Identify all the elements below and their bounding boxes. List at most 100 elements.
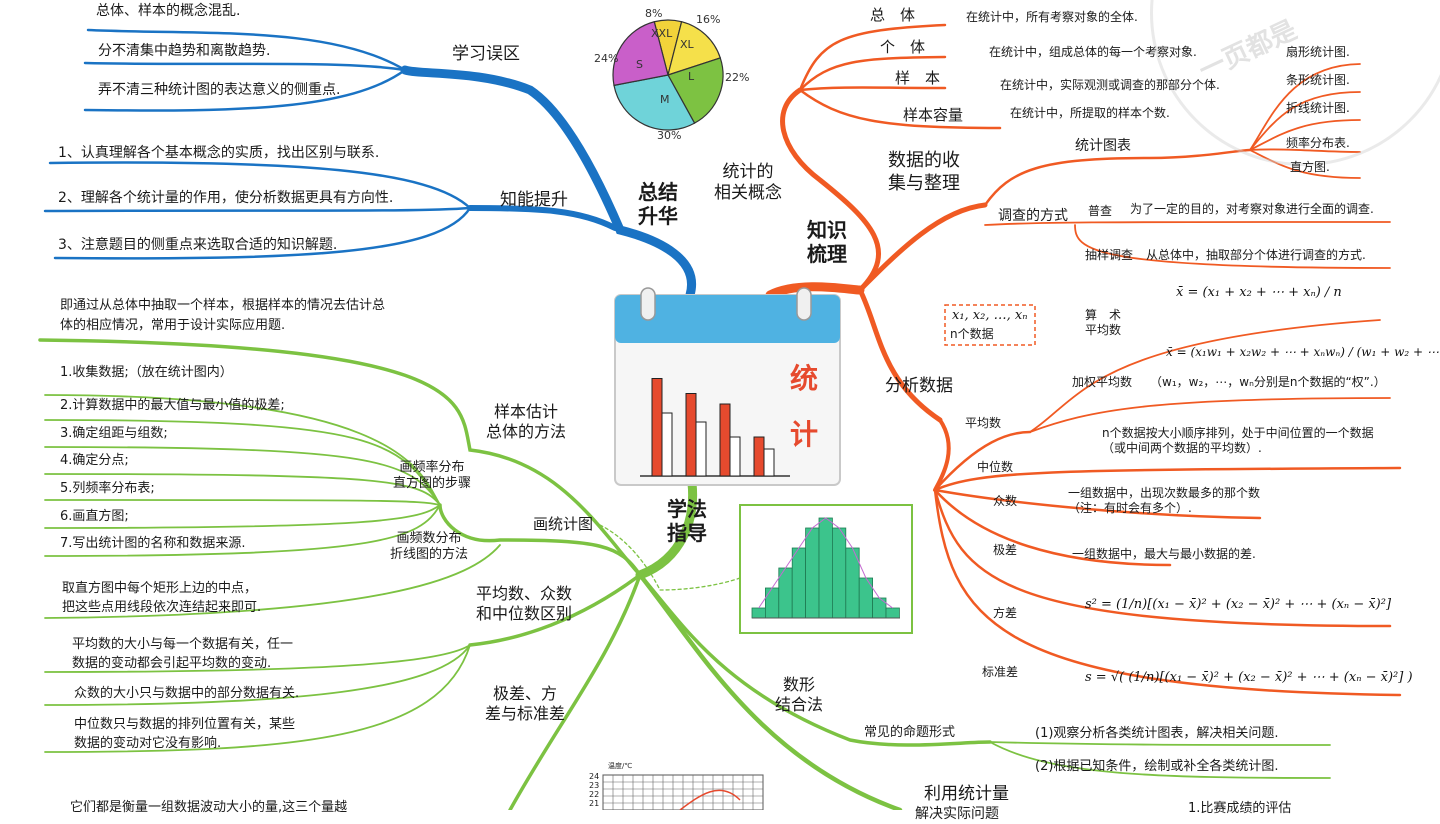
line-chart-tick: 22 xyxy=(589,790,600,799)
calendar-bar-chart xyxy=(651,378,775,477)
variance-formula: s² = (1/n)[(x₁ − x̄)² + (x₂ − x̄)² + ⋯ +… xyxy=(1085,597,1392,612)
chart-type-item: 条形统计图. xyxy=(1286,73,1350,87)
histogram-polygon xyxy=(758,517,893,609)
improve-title: 知能提升 xyxy=(500,190,568,210)
histogram-bar xyxy=(885,607,900,619)
calendar-bar-red xyxy=(753,436,765,477)
calendar-bar-red xyxy=(651,378,663,477)
pie-slice-m xyxy=(613,74,696,131)
range-var-text: 它们都是衡量一组数据波动大小的量,这三个量越 xyxy=(70,800,348,815)
polygon-title: 画频数分布 折线图的方法 xyxy=(390,531,469,563)
hist-step: 2.计算数据中的最大值与最小值的极差; xyxy=(60,398,285,413)
survey-term: 抽样调查 xyxy=(1085,248,1134,262)
common-title: 常见的命题形式 xyxy=(864,725,956,740)
method-branch-title: 学法 指导 xyxy=(667,497,707,545)
shape-title: 数形 结合法 xyxy=(775,675,824,714)
chart-type-item: 折线统计图. xyxy=(1286,101,1350,115)
concept-def: 在统计中，组成总体的每一个考察对象. xyxy=(989,45,1197,59)
common-item: (2)根据已知条件，绘制或补全各类统计图. xyxy=(1035,759,1279,774)
histogram-bar xyxy=(751,607,766,619)
calendar-title-2: 计 xyxy=(790,418,819,451)
histogram-bar xyxy=(858,577,874,619)
knowledge-branch-title: 知识 梳理 xyxy=(807,218,847,266)
knowledge-branch-lines xyxy=(765,23,1402,697)
range-var-title: 极差、方 差与标准差 xyxy=(485,684,566,723)
data-box-caption: n个数据 xyxy=(950,327,994,341)
sample-title: 样本估计 总体的方法 xyxy=(486,402,567,441)
concept-term: 样 本 xyxy=(895,69,941,87)
pie-label-m: M xyxy=(660,93,670,106)
concepts-title: 统计的 相关概念 xyxy=(714,162,782,204)
line-chart-label: 温度/℃ xyxy=(608,762,633,770)
histogram-bar xyxy=(765,587,780,619)
line-chart-tick: 23 xyxy=(589,781,600,790)
collect-title: 数据的收 集与整理 xyxy=(888,150,960,194)
data-box-formula: x₁, x₂, …, xₙ xyxy=(952,308,1028,323)
calendar-bar-white xyxy=(763,448,775,477)
hist-step: 7.写出统计图的名称和数据来源. xyxy=(60,536,246,551)
temperature-line-chart xyxy=(602,774,764,810)
hist-steps-title: 画频率分布 直方图的步骤 xyxy=(393,460,472,492)
pie-label-xl: XL xyxy=(680,38,694,51)
concept-def: 在统计中，所提取的样本个数. xyxy=(1010,106,1170,120)
std-formula: s = √( (1/n)[(x₁ − x̄)² + (x₂ − x̄)² + ⋯… xyxy=(1085,670,1413,685)
concept-term: 样本容量 xyxy=(903,106,964,124)
chart-type-item: 直方图. xyxy=(1290,160,1330,174)
use-sub: 解决实际问题 xyxy=(915,806,999,822)
arith-mean-title: 算 术 平均数 xyxy=(1085,308,1122,337)
calendar-bar-white xyxy=(661,412,673,477)
histogram-bar xyxy=(818,517,833,619)
survey-def: 为了一定的目的，对考察对象进行全面的调查. xyxy=(1130,202,1374,216)
range-def: 一组数据中，最大与最小数据的差. xyxy=(1072,547,1256,561)
weighted-note: （w₁，w₂，⋯，wₙ分别是n个数据的“权”.） xyxy=(1150,375,1386,389)
weighted-mean-title: 加权平均数 xyxy=(1072,375,1133,389)
hist-step: 3.确定组距与组数; xyxy=(60,426,168,441)
avg-item: 平均数的大小与每一个数据有关，任一 数据的变动都会引起平均数的变动. xyxy=(72,637,294,671)
mode-def: 一组数据中，出现次数最多的那个数 （注：有时会有多个）. xyxy=(1068,486,1261,515)
polygon-text: 取直方图中每个矩形上边的中点， 把这些点用线段依次连结起来即可. xyxy=(62,581,262,615)
improve-item: 3、注意题目的侧重点来选取合适的知识解题. xyxy=(58,237,338,253)
pie-slice-l xyxy=(667,57,724,124)
pie-percent-xl: 16% xyxy=(696,13,721,26)
chart-type-item: 扇形统计图. xyxy=(1286,45,1350,59)
avg-title: 平均数、众数 和中位数区别 xyxy=(476,584,573,623)
mistake-item: 弄不清三种统计图的表达意义的侧重点. xyxy=(98,82,341,98)
data-box-border xyxy=(944,304,1036,346)
median-def: n个数据按大小顺序排列，处于中间位置的一个数据 （或中间两个数据的平均数）. xyxy=(1102,426,1374,455)
common-item: (1)观察分析各类统计图表，解决相关问题. xyxy=(1035,726,1279,741)
sample-text: 即通过从总体中抽取一个样本，根据样本的情况去估计总 体的相应情况，常用于设计实际… xyxy=(60,298,386,334)
concept-def: 在统计中，实际观测或调查的那部分个体. xyxy=(1000,78,1220,92)
avg-item: 中位数只与数据的排列位置有关，某些 数据的变动对它没有影响. xyxy=(74,717,296,751)
method-branch-lines xyxy=(38,338,1331,810)
pie-label-xxl: XXL xyxy=(651,27,673,40)
arith-mean-formula: x̄ = (x₁ + x₂ + ⋯ + xₙ) / n xyxy=(1176,285,1342,300)
mode-title: 众数 xyxy=(993,494,1018,508)
survey-term: 普查 xyxy=(1088,204,1113,218)
histogram-bar xyxy=(805,527,820,619)
survey-def: 从总体中，抽取部分个体进行调查的方式. xyxy=(1146,248,1366,262)
line-chart-tick: 21 xyxy=(589,799,600,808)
concept-def: 在统计中，所有考察对象的全体. xyxy=(966,10,1138,24)
mistake-item: 总体、样本的概念混乱. xyxy=(96,3,241,19)
summary-branch-lines xyxy=(43,28,696,300)
calendar-bar-red xyxy=(685,393,697,477)
pie-slice-s xyxy=(612,21,669,87)
survey-title: 调查的方式 xyxy=(998,208,1068,224)
range-title: 极差 xyxy=(993,543,1018,557)
summary-branch-title: 总结 升华 xyxy=(638,180,678,228)
histogram-bar xyxy=(832,527,847,619)
pie-percent-m: 30% xyxy=(657,129,682,142)
mistakes-title: 学习误区 xyxy=(452,44,520,64)
variance-title: 方差 xyxy=(993,606,1018,620)
concept-term: 总 体 xyxy=(870,6,916,24)
hist-step: 6.画直方图; xyxy=(60,509,129,524)
analyze-title: 分析数据 xyxy=(885,376,953,396)
pie-label-l: L xyxy=(688,70,695,83)
use-title: 利用统计量 xyxy=(924,784,1009,804)
pie-percent-xxl: 8% xyxy=(645,7,663,20)
hist-step: 5.列频率分布表; xyxy=(60,481,155,496)
pie-label-s: S xyxy=(636,58,643,71)
histogram-illustration xyxy=(739,504,913,634)
calendar-bar-red xyxy=(719,403,731,477)
